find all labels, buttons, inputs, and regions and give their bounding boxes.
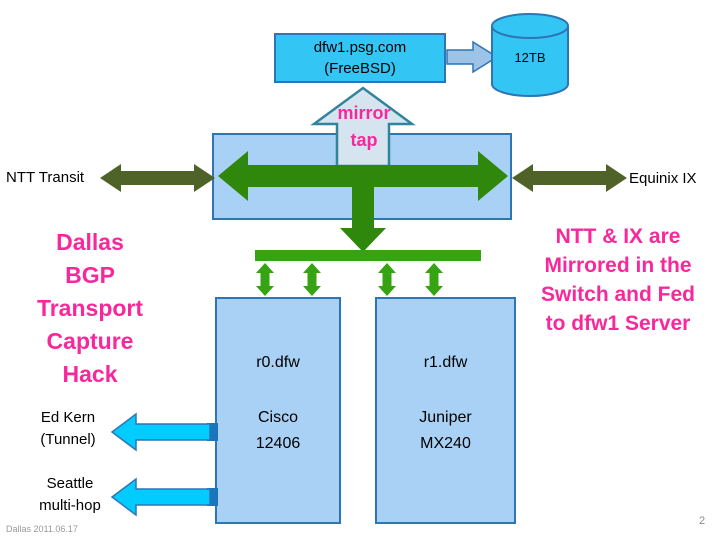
mirror-bus-bar xyxy=(255,250,481,261)
equinix-link-arrow xyxy=(512,164,627,192)
tunnel-label-line2: (Tunnel) xyxy=(40,431,96,448)
router-box-r1: r1.dfw Juniper MX240 xyxy=(375,297,516,524)
bus-link-arrow xyxy=(378,263,396,296)
tunnel-label-line1: Seattle xyxy=(46,475,94,492)
note-line: Mirrored in the xyxy=(544,254,692,277)
router-vendor: Juniper xyxy=(419,409,472,426)
router-model: 12406 xyxy=(255,435,301,452)
mirror-tap-line2: tap xyxy=(350,130,378,150)
tunnel-label-line2: multi-hop xyxy=(39,497,101,514)
mirror-tap-line1: mirror xyxy=(337,103,391,123)
slide-title: Dallas BGP Transport Capture Hack xyxy=(10,226,170,391)
router-model: MX240 xyxy=(420,435,471,452)
storage-label: 12TB xyxy=(514,50,546,65)
page-number: 2 xyxy=(699,515,706,527)
bus-link-arrow xyxy=(256,263,274,296)
note-line: NTT & IX are xyxy=(555,225,681,248)
title-line: Transport xyxy=(36,295,144,321)
mirror-tap-label: mirror tap xyxy=(318,100,410,154)
title-line: Hack xyxy=(62,361,118,387)
router-box-r0: r0.dfw Cisco 12406 xyxy=(215,297,341,524)
title-line: BGP xyxy=(65,262,115,288)
mirror-note: NTT & IX are Mirrored in the Switch and … xyxy=(518,222,718,338)
title-line: Capture xyxy=(46,328,134,354)
ntt-link-arrow xyxy=(100,164,215,192)
title-line: Dallas xyxy=(56,229,124,255)
tunnel-label-seattle: Seattle multi-hop xyxy=(22,473,118,517)
tunnel-arrow-seattle xyxy=(110,477,211,517)
server-label-line1: dfw1.psg.com xyxy=(313,39,407,56)
server-storage-arrow xyxy=(446,40,499,74)
router-name: r0.dfw xyxy=(256,354,300,371)
router-name: r1.dfw xyxy=(423,354,468,371)
note-line: to dfw1 Server xyxy=(545,312,691,335)
footer-date: Dallas 2011.06.17 xyxy=(6,524,78,534)
equinix-ix-label: Equinix IX xyxy=(629,170,697,187)
dfw1-server-box: dfw1.psg.com (FreeBSD) xyxy=(274,33,446,83)
router-vendor: Cisco xyxy=(257,409,298,426)
storage-cylinder-top xyxy=(491,13,569,39)
bus-link-arrow xyxy=(425,263,443,296)
ntt-transit-label: NTT Transit xyxy=(6,169,85,186)
tunnel-label-line1: Ed Kern xyxy=(40,409,96,426)
note-line: Switch and Fed xyxy=(540,283,695,306)
server-label-line2: (FreeBSD) xyxy=(324,60,396,77)
tunnel-arrow-ed-kern xyxy=(110,412,211,452)
bus-link-arrow xyxy=(303,263,321,296)
tunnel-label-ed-kern: Ed Kern (Tunnel) xyxy=(20,407,116,451)
